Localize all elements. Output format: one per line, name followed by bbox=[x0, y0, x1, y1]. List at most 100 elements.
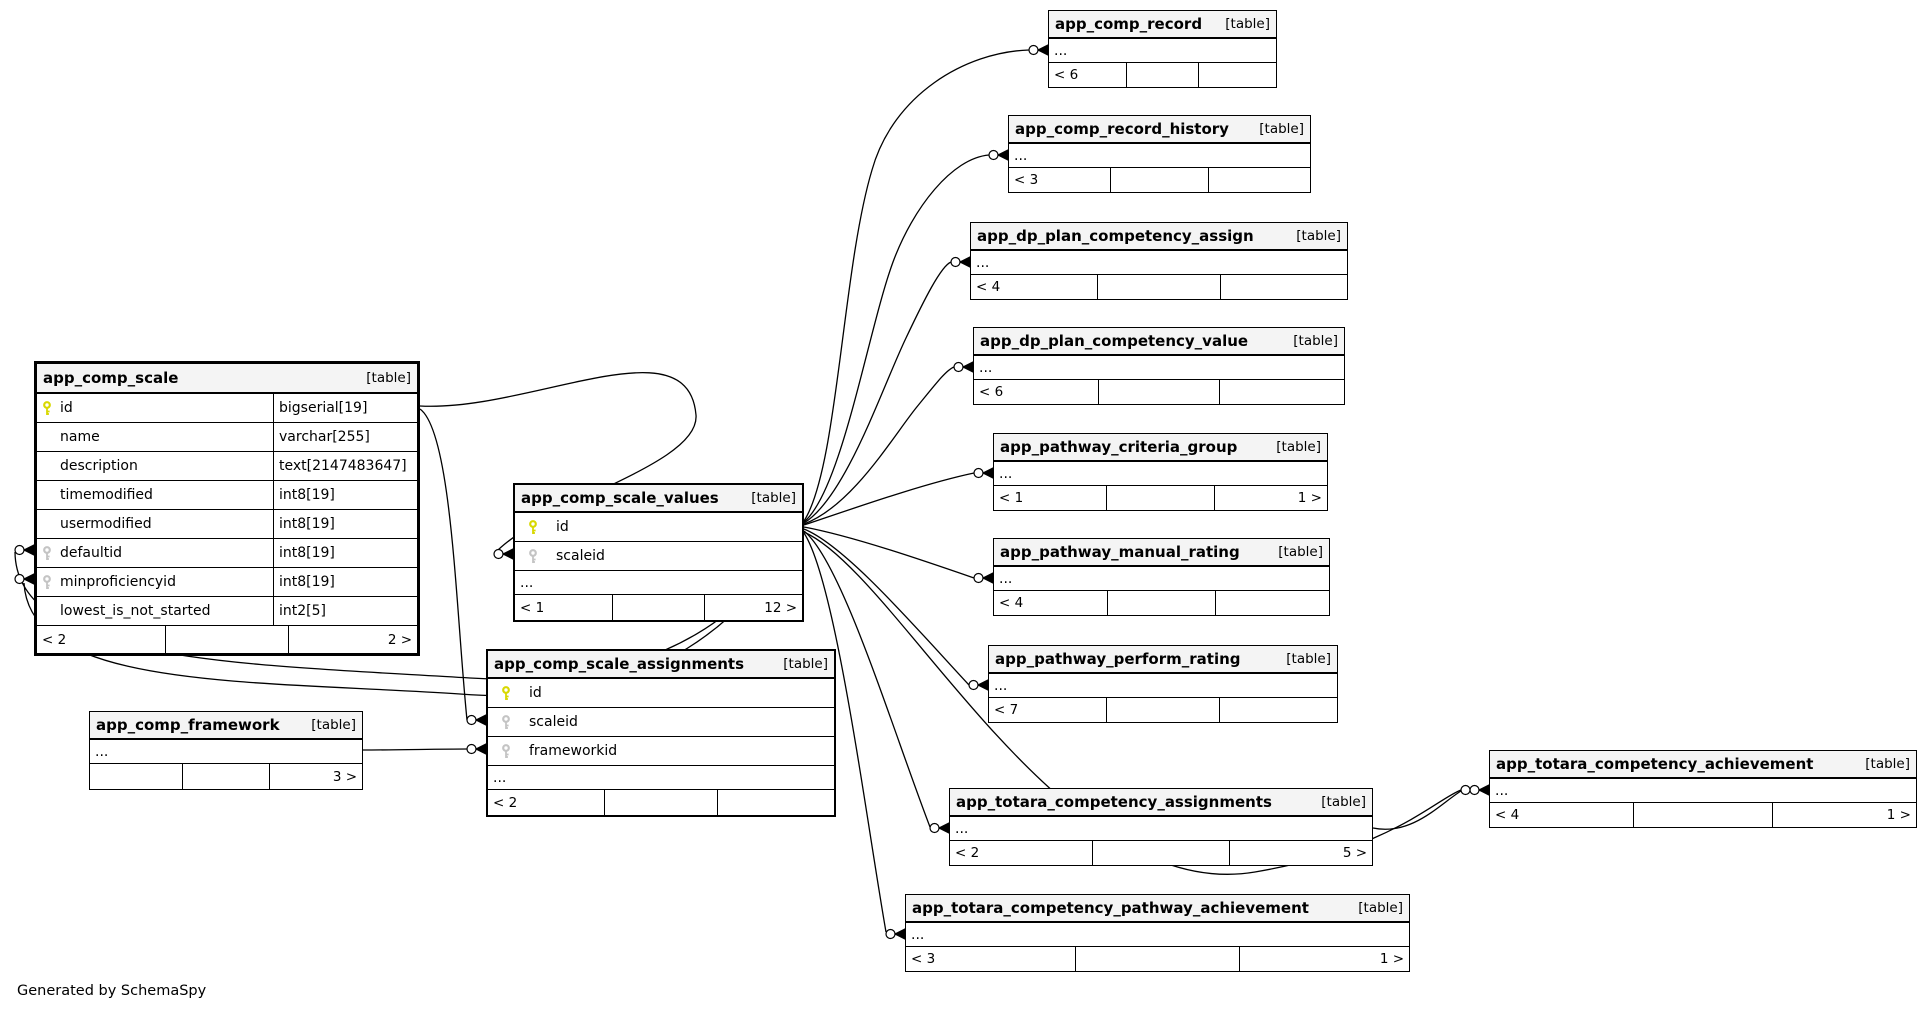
columns-ellipsis: ... bbox=[994, 567, 1329, 591]
footer-parents-count: 3 > bbox=[332, 768, 358, 785]
fk-connector-icon bbox=[885, 928, 906, 940]
table-footer: < 2 bbox=[488, 790, 834, 815]
table-header[interactable]: app_pathway_manual_rating [table] bbox=[994, 539, 1329, 567]
table-name[interactable]: app_comp_scale_values bbox=[521, 489, 719, 507]
table-header[interactable]: app_totara_competency_achievement [table… bbox=[1490, 751, 1916, 779]
foreign-key-icon bbox=[527, 548, 538, 564]
fk-connector-icon bbox=[929, 822, 950, 834]
column-row: defaultid int8[19] bbox=[37, 539, 417, 568]
relationship-edge bbox=[803, 526, 975, 579]
columns-ellipsis: ... bbox=[906, 923, 1409, 947]
table-app-comp-scale-values: app_comp_scale_values [table] id scaleid… bbox=[513, 483, 804, 622]
footer-spacer bbox=[1076, 947, 1241, 971]
relationship-edge bbox=[362, 748, 468, 751]
table-type-label: [table] bbox=[1358, 900, 1403, 916]
table-footer: < 3 1 > bbox=[906, 947, 1409, 971]
table-header[interactable]: app_comp_framework [table] bbox=[90, 712, 362, 740]
table-type-label: [table] bbox=[1259, 121, 1304, 137]
table-type-label: [table] bbox=[1286, 651, 1331, 667]
table-footer: < 2 5 > bbox=[950, 841, 1372, 865]
footer-spacer bbox=[1098, 275, 1221, 299]
footer-parents-count: 12 > bbox=[764, 599, 798, 616]
table-header[interactable]: app_comp_record [table] bbox=[1049, 11, 1276, 39]
column-row: timemodified int8[19] bbox=[37, 481, 417, 510]
table-header[interactable]: app_totara_competency_assignments [table… bbox=[950, 789, 1372, 817]
table-app-comp-record: app_comp_record [table] ... < 6 bbox=[1048, 10, 1277, 88]
columns-ellipsis: ... bbox=[90, 740, 362, 764]
table-footer: < 1 1 > bbox=[994, 486, 1327, 510]
table-name[interactable]: app_comp_scale bbox=[43, 369, 179, 387]
column-name: description bbox=[60, 458, 138, 474]
table-header[interactable]: app_dp_plan_competency_assign [table] bbox=[971, 223, 1347, 251]
footer-spacer bbox=[1127, 63, 1200, 87]
column-row: minproficiencyid int8[19] bbox=[37, 568, 417, 597]
table-header[interactable]: app_totara_competency_pathway_achievemen… bbox=[906, 895, 1409, 923]
table-name[interactable]: app_pathway_manual_rating bbox=[1000, 543, 1240, 561]
footer-children-count: < 6 bbox=[974, 380, 1100, 404]
column-type: bigserial[19] bbox=[279, 400, 368, 416]
table-app-dp-plan-competency-assign: app_dp_plan_competency_assign [table] ..… bbox=[970, 222, 1348, 300]
table-app-pathway-manual-rating: app_pathway_manual_rating [table] ... < … bbox=[993, 538, 1330, 616]
table-name[interactable]: app_pathway_perform_rating bbox=[995, 650, 1241, 668]
footer-spacer bbox=[1107, 698, 1220, 722]
table-type-label: [table] bbox=[1296, 228, 1341, 244]
fk-connector-icon bbox=[14, 573, 35, 585]
relationship-edge bbox=[803, 154, 990, 523]
table-header[interactable]: app_pathway_criteria_group [table] bbox=[994, 434, 1327, 462]
footer-children-count: < 6 bbox=[1049, 63, 1127, 87]
table-app-totara-competency-achievement: app_totara_competency_achievement [table… bbox=[1489, 750, 1917, 828]
table-name[interactable]: app_totara_competency_pathway_achievemen… bbox=[912, 899, 1309, 917]
column-row: id bbox=[488, 679, 834, 708]
column-row: scaleid bbox=[515, 542, 802, 571]
columns-ellipsis: ... bbox=[488, 766, 834, 790]
columns-ellipsis: ... bbox=[971, 251, 1347, 275]
column-name: scaleid bbox=[556, 548, 605, 564]
table-name[interactable]: app_pathway_criteria_group bbox=[1000, 438, 1238, 456]
footer-children-count: < 1 bbox=[994, 486, 1107, 510]
footer-spacer bbox=[605, 790, 718, 815]
table-header[interactable]: app_comp_scale_assignments [table] bbox=[488, 651, 834, 679]
footer-parents-count bbox=[1221, 275, 1347, 299]
footer-children-count: < 2 bbox=[488, 790, 606, 815]
table-header[interactable]: app_comp_record_history [table] bbox=[1009, 116, 1310, 144]
table-name[interactable]: app_totara_competency_achievement bbox=[1496, 755, 1814, 773]
relationship-edge bbox=[419, 408, 468, 721]
foreign-key-icon bbox=[500, 714, 511, 730]
table-header[interactable]: app_comp_scale_values [table] bbox=[515, 485, 802, 513]
foreign-key-icon bbox=[500, 743, 511, 759]
fk-connector-icon bbox=[973, 467, 994, 479]
fk-connector-icon bbox=[950, 256, 971, 268]
footer-children-count: < 4 bbox=[971, 275, 1099, 299]
table-app-comp-scale: app_comp_scale [table] id bigserial[19] … bbox=[34, 361, 420, 656]
table-name[interactable]: app_comp_record bbox=[1055, 15, 1203, 33]
table-name[interactable]: app_dp_plan_competency_assign bbox=[977, 227, 1254, 245]
footer-parents-count: 1 > bbox=[1886, 807, 1911, 823]
footer-children-count: < 2 bbox=[950, 841, 1093, 865]
footer-parents-count: 2 > bbox=[387, 631, 413, 648]
relationship-edge bbox=[803, 532, 887, 933]
primary-key-icon bbox=[527, 519, 538, 535]
table-footer: 3 > bbox=[90, 764, 362, 789]
relationship-edge bbox=[803, 530, 931, 828]
table-name[interactable]: app_comp_record_history bbox=[1015, 120, 1229, 138]
fk-connector-icon bbox=[1460, 784, 1490, 796]
table-name[interactable]: app_comp_scale_assignments bbox=[494, 655, 745, 673]
column-row: frameworkid bbox=[488, 737, 834, 766]
table-header[interactable]: app_comp_scale [table] bbox=[37, 364, 417, 394]
table-name[interactable]: app_totara_competency_assignments bbox=[956, 793, 1272, 811]
table-header[interactable]: app_pathway_perform_rating [table] bbox=[989, 646, 1337, 674]
columns-ellipsis: ... bbox=[994, 462, 1327, 486]
footer-children-count: < 1 bbox=[515, 595, 613, 620]
columns-ellipsis: ... bbox=[989, 674, 1337, 698]
relationship-edge bbox=[803, 49, 1030, 522]
table-footer: < 6 bbox=[1049, 63, 1276, 87]
footer-parents-count bbox=[1216, 591, 1329, 615]
column-name: id bbox=[529, 685, 542, 701]
table-app-comp-scale-assignments: app_comp_scale_assignments [table] id sc… bbox=[486, 649, 836, 817]
table-name[interactable]: app_dp_plan_competency_value bbox=[980, 332, 1249, 350]
table-header[interactable]: app_dp_plan_competency_value [table] bbox=[974, 328, 1344, 356]
table-app-pathway-perform-rating: app_pathway_perform_rating [table] ... <… bbox=[988, 645, 1338, 723]
table-name[interactable]: app_comp_framework bbox=[96, 716, 280, 734]
fk-connector-icon bbox=[973, 572, 994, 584]
